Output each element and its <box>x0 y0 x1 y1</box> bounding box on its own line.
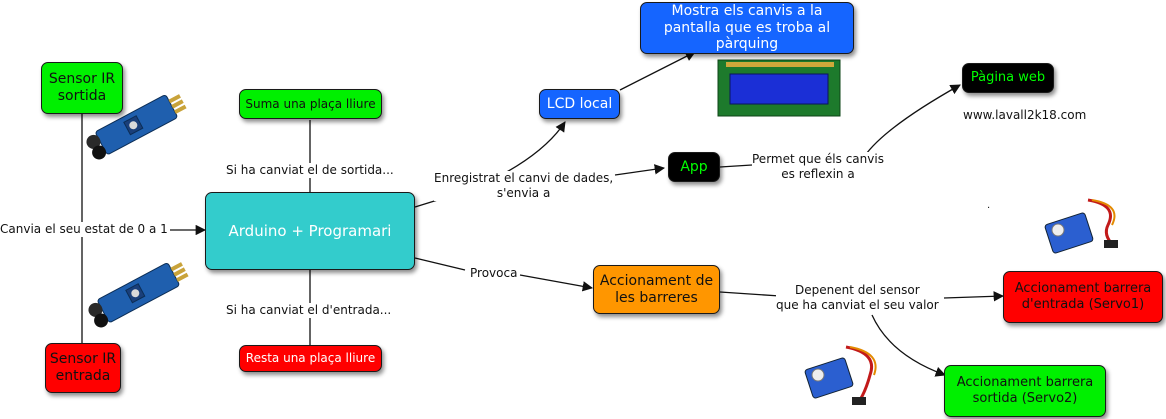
connector-arduino-app <box>614 164 666 176</box>
connector-barreres-depenent <box>719 291 781 297</box>
app-box: App <box>668 152 720 182</box>
stray-dot: . <box>987 200 991 213</box>
connector-arduino-barreres <box>414 257 466 271</box>
servo-motor-icon <box>1044 198 1118 254</box>
permet-label: Permet que éls canvis es reflexin a <box>752 152 884 182</box>
ir-sensor-module-icon <box>88 262 189 328</box>
connector-depenent-sortida <box>871 314 946 377</box>
ir-sensor-module-icon <box>86 94 187 160</box>
suma-placa-box: Suma una plaça lliure <box>239 89 382 119</box>
canvia-estat-label: Canvia el seu estat de 0 a 1 <box>0 222 168 237</box>
connector-app-permet <box>719 164 753 168</box>
connector-lcd-mostra <box>619 51 696 91</box>
sensor-ir-entrada-box: Sensor IR entrada <box>45 343 121 393</box>
accionament-barreres-box: Accionament de les barreres <box>593 265 720 314</box>
connector-permet-web <box>861 84 961 161</box>
ha-canviat-sortida-label: Si ha canviat el de sortida... <box>226 163 394 178</box>
barrera-entrada-box: Accionament barrera d'entrada (Servo1) <box>1003 271 1163 323</box>
connector-provoca-barreres <box>519 274 594 292</box>
web-url-label: www.lavall2k18.com <box>963 108 1087 123</box>
mostra-canvis-box: Mostra els canvis a la pantalla que es t… <box>640 2 854 54</box>
lcd-display-icon <box>717 59 841 117</box>
depenent-label: Depenent del sensor que ha canviat el se… <box>776 283 939 313</box>
provoca-label: Provoca <box>470 266 518 281</box>
pagina-web-box: Pàgina web <box>962 63 1054 93</box>
lcd-local-box: LCD local <box>539 89 620 119</box>
connector-depenent-entrada <box>943 291 1005 302</box>
barrera-sortida-box: Accionament barrera sortida (Servo2) <box>944 365 1106 417</box>
resta-placa-box: Resta una plaça lliure <box>239 345 382 372</box>
servo-motor-icon <box>804 345 877 405</box>
ha-canviat-entrada-label: Si ha canviat el d'entrada... <box>226 303 392 318</box>
arduino-box: Arduino + Programari <box>205 192 415 270</box>
sensor-ir-sortida-box: Sensor IR sortida <box>41 62 123 114</box>
enregistrat-label: Enregistrat el canvi de dades, s'envia a <box>434 171 614 201</box>
